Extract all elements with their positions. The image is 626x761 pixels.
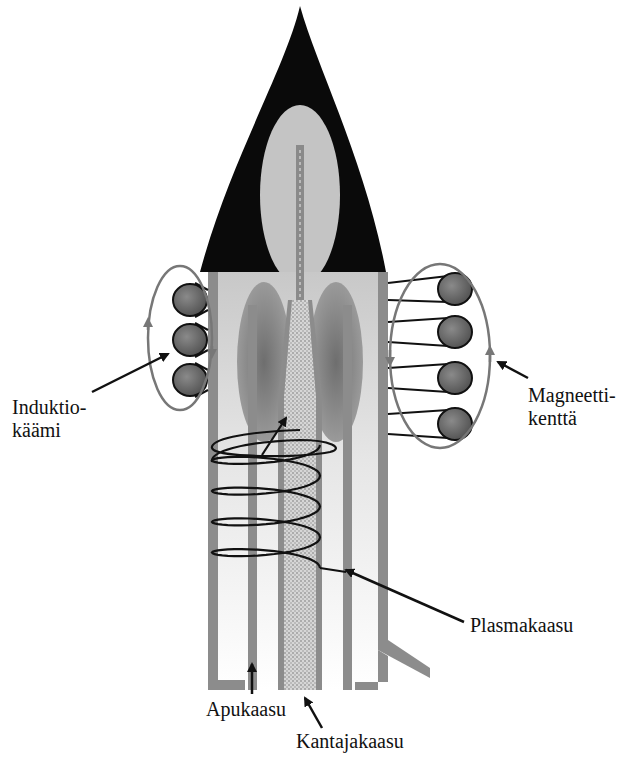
part-label: Plasmakaasu	[470, 614, 573, 637]
part-label: Kantajakaasu	[296, 730, 404, 753]
gas-spiral	[320, 568, 346, 572]
torch-body	[218, 272, 378, 690]
central-channel	[296, 145, 304, 305]
part-label: Induktio- käämi	[12, 396, 86, 442]
middle-tube	[343, 305, 352, 690]
middle-tube	[248, 305, 257, 690]
gas-spiral	[212, 445, 346, 572]
part-label: Magneetti- kenttä	[528, 384, 616, 430]
leader-arrow	[92, 354, 528, 728]
outer-tube	[378, 272, 388, 648]
magnetic-field	[148, 264, 490, 448]
gas-spiral	[212, 445, 320, 568]
induction-coil	[173, 283, 208, 397]
part-label: Apukaasu	[206, 698, 286, 721]
